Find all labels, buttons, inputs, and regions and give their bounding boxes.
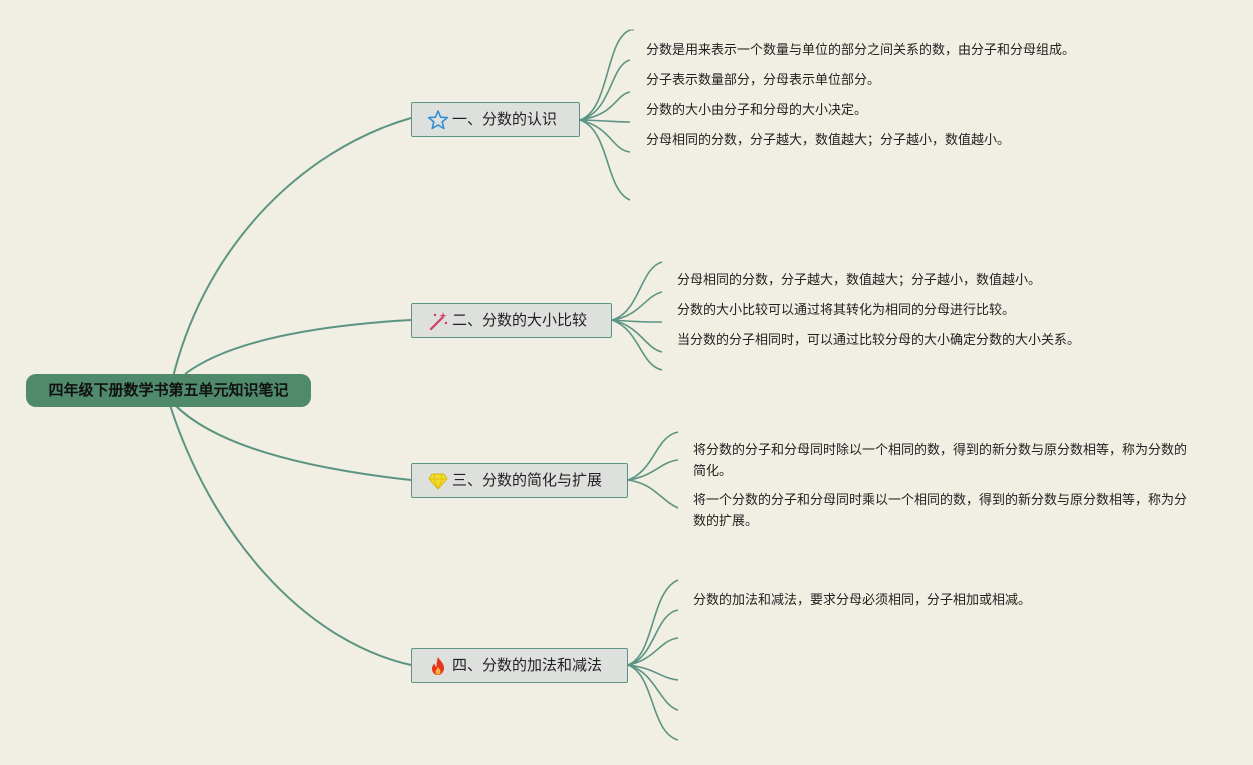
list-item: 当分数的分子相同时，可以通过比较分母的大小确定分数的大小关系。 bbox=[677, 333, 1081, 348]
list-item: 分数是用来表示一个数量与单位的部分之间关系的数，由分子和分母组成。 bbox=[646, 43, 1076, 58]
list-item: 分子表示数量部分，分母表示单位部分。 bbox=[646, 73, 881, 88]
list-item: 分母相同的分数，分子越大，数值越大；分子越小，数值越小。 bbox=[646, 133, 1011, 148]
topic-label: 三、分数的简化与扩展 bbox=[452, 471, 603, 489]
gem-icon bbox=[427, 471, 449, 491]
topic-label: 一、分数的认识 bbox=[452, 110, 558, 128]
list-item: 分数的大小比较可以通过将其转化为相同的分母进行比较。 bbox=[677, 303, 1016, 318]
topic-fraction-recognition[interactable]: 一、分数的认识 bbox=[411, 102, 580, 137]
list-item: 将一个分数的分子和分母同时乘以一个相同的数，得到的新分数与原分数相等，称为分数的… bbox=[693, 493, 1188, 529]
topic-label: 四、分数的加法和减法 bbox=[452, 656, 603, 674]
connector-root-to-topic-4 bbox=[169, 404, 412, 666]
list-item: 分数的大小由分子和分母的大小决定。 bbox=[646, 103, 868, 118]
list-item: 将分数的分子和分母同时除以一个相同的数，得到的新分数与原分数相等，称为分数的简化… bbox=[693, 443, 1188, 479]
connector-root-to-topic-3 bbox=[174, 404, 412, 481]
star-icon bbox=[427, 110, 449, 130]
list-item: 分母相同的分数，分子越大，数值越大；分子越小，数值越小。 bbox=[677, 273, 1042, 288]
magic-wand-icon bbox=[427, 311, 449, 331]
topic-label: 二、分数的大小比较 bbox=[452, 311, 588, 329]
list-item: 分数的加法和减法，要求分母必须相同，分子相加或相减。 bbox=[693, 593, 1032, 608]
connector-root-to-topic-1 bbox=[169, 117, 412, 391]
topic-fraction-comparison[interactable]: 二、分数的大小比较 bbox=[411, 303, 612, 338]
topic-fraction-addition-subtraction[interactable]: 四、分数的加法和减法 bbox=[411, 648, 628, 683]
fire-icon bbox=[427, 656, 449, 676]
root-topic-label: 四年级下册数学书第五单元知识笔记 bbox=[48, 381, 289, 399]
root-topic[interactable]: 四年级下册数学书第五单元知识笔记 bbox=[26, 374, 311, 407]
topic-fraction-simplification[interactable]: 三、分数的简化与扩展 bbox=[411, 463, 628, 498]
connector-root-to-topic-2 bbox=[184, 319, 412, 375]
